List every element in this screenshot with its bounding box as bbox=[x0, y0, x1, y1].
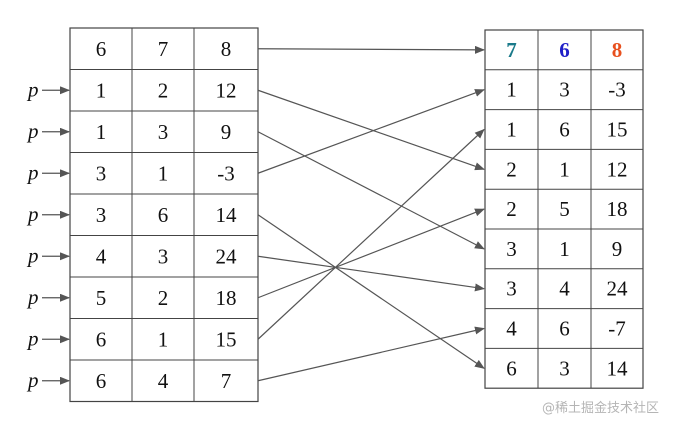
mapping-arrow bbox=[257, 89, 485, 171]
right-table-cell: 3 bbox=[506, 237, 517, 261]
left-table-cell: 3 bbox=[96, 203, 107, 227]
right-table-cell: 2 bbox=[506, 197, 517, 221]
right-table-cell: 6 bbox=[559, 118, 570, 142]
left-table-header-cell: 7 bbox=[158, 37, 169, 61]
left-table-cell: 14 bbox=[216, 203, 238, 227]
right-table-cell: 15 bbox=[607, 118, 628, 142]
pointer-label: p bbox=[26, 160, 39, 184]
left-table-cell: 3 bbox=[158, 244, 169, 268]
mapping-arrow bbox=[257, 214, 485, 369]
pointer-label: p bbox=[26, 77, 39, 101]
left-table-cell: 1 bbox=[96, 78, 107, 102]
right-table-cell: 4 bbox=[506, 317, 517, 341]
right-table-cell: 3 bbox=[559, 356, 570, 380]
left-table-cell: 1 bbox=[96, 120, 107, 144]
left-table-cell: 24 bbox=[216, 244, 238, 268]
right-table-cell: 9 bbox=[612, 237, 623, 261]
mapping-arrow bbox=[257, 89, 485, 174]
right-table-cell: 1 bbox=[506, 118, 517, 142]
mapping-arrow bbox=[257, 45, 485, 54]
right-table-border bbox=[484, 29, 644, 389]
pointer-label: p bbox=[26, 326, 39, 350]
right-table-header-cell: 7 bbox=[506, 38, 517, 62]
left-table-cell: 3 bbox=[158, 120, 169, 144]
right-table-cell: 14 bbox=[607, 356, 629, 380]
pointer-label: p bbox=[26, 119, 39, 143]
left-table-cell: -3 bbox=[217, 161, 235, 185]
right-table-cell: -3 bbox=[608, 78, 626, 102]
left-table-cell: 6 bbox=[96, 369, 107, 393]
right-table-cell: 4 bbox=[559, 277, 570, 301]
right-table-cell: 1 bbox=[506, 78, 517, 102]
left-table-cell: 2 bbox=[158, 78, 169, 102]
left-table-cell: 1 bbox=[158, 161, 169, 185]
right-table-cell: 1 bbox=[559, 237, 570, 261]
mapping-arrow bbox=[257, 208, 485, 299]
left-table-cell: 12 bbox=[216, 78, 237, 102]
right-table-header-cell: 8 bbox=[612, 38, 623, 62]
right-table-cell: 12 bbox=[607, 157, 628, 181]
right-table-cell: 3 bbox=[506, 277, 517, 301]
mapping-arrow bbox=[257, 131, 485, 250]
left-table-cell: 3 bbox=[96, 161, 107, 185]
left-table-header-cell: 8 bbox=[221, 37, 232, 61]
left-table-cell: 9 bbox=[221, 120, 232, 144]
right-table-header-cell: 6 bbox=[559, 38, 570, 62]
left-table-header-cell: 6 bbox=[96, 37, 107, 61]
right-table-cell: 24 bbox=[607, 277, 629, 301]
left-table-cell: 6 bbox=[96, 327, 107, 351]
left-table-cell: 6 bbox=[158, 203, 169, 227]
left-table-cell: 7 bbox=[221, 369, 232, 393]
right-table-cell: 5 bbox=[559, 197, 570, 221]
left-table-cell: 4 bbox=[96, 244, 107, 268]
right-table-cell: 6 bbox=[559, 317, 570, 341]
pointer-label: p bbox=[26, 368, 39, 392]
pointer-label: p bbox=[26, 202, 39, 226]
pointer-label: p bbox=[26, 285, 39, 309]
right-table-cell: 6 bbox=[506, 356, 517, 380]
left-table-cell: 2 bbox=[158, 286, 169, 310]
mapping-lines bbox=[257, 45, 485, 382]
mapping-arrow bbox=[257, 128, 485, 340]
right-table-cell: 18 bbox=[607, 197, 628, 221]
watermark: @稀土掘金技术社区 bbox=[541, 401, 659, 416]
left-table-cell: 18 bbox=[216, 286, 237, 310]
right-table-cell: 1 bbox=[559, 157, 570, 181]
right-table-cell: 2 bbox=[506, 157, 517, 181]
mapping-arrow bbox=[257, 326, 485, 382]
left-table-cell: 5 bbox=[96, 286, 107, 310]
left-table-cell: 4 bbox=[158, 369, 169, 393]
left-table-cell: 15 bbox=[216, 327, 237, 351]
right-table-cell: 3 bbox=[559, 78, 570, 102]
left-table-cell: 1 bbox=[158, 327, 169, 351]
right-table-cell: -7 bbox=[608, 317, 626, 341]
mapping-arrow bbox=[257, 255, 485, 292]
pointer-label: p bbox=[26, 243, 39, 267]
